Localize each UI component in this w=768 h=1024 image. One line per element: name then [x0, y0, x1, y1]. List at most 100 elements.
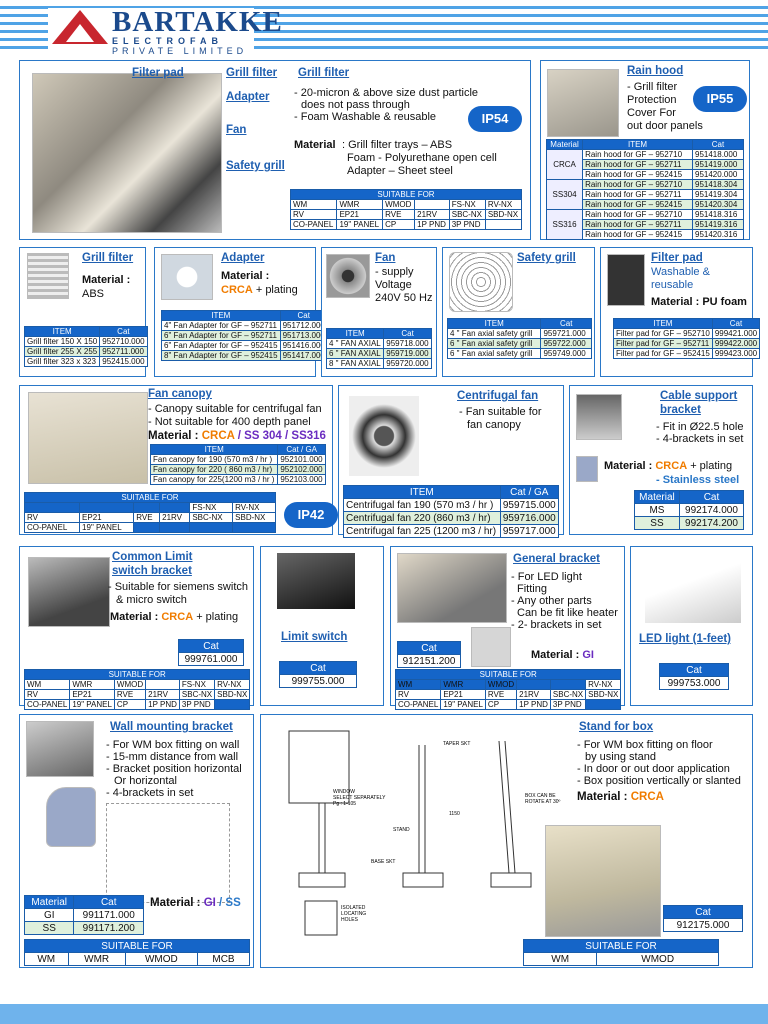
section-title: Safety grill — [517, 252, 576, 264]
centrifugal-fan-image — [349, 396, 419, 476]
cell: 21RV — [516, 689, 551, 700]
stand-for-box-panel: TAPER SKT WINDOW SELECT SEPARATELY Pg : … — [260, 714, 753, 968]
cell: Centrifugal fan 220 (860 m3 / hr) — [343, 511, 501, 525]
cell: 8" Fan Adapter for GF – 952415 — [161, 350, 281, 361]
cell: Centrifugal fan 225 (1200 m3 / hr) — [343, 524, 501, 538]
cell — [484, 219, 523, 230]
section-title: Common Limit — [112, 551, 193, 563]
bracket-image — [46, 787, 96, 847]
cell: 959719.000 — [383, 348, 432, 359]
header-stripe — [0, 14, 768, 17]
section-title: Rain hood — [627, 65, 684, 77]
safety-grill-image — [449, 252, 513, 312]
cell: EP21 — [336, 209, 384, 220]
cell: 951420.316 — [692, 229, 744, 240]
bullet: - supply — [375, 266, 414, 278]
bullet: by using stand — [585, 751, 656, 763]
bullet: - Canopy suitable for centrifugal fan — [148, 403, 322, 415]
cell: 999423.000 — [711, 348, 761, 359]
cell: 959721.000 — [540, 328, 592, 339]
col-header: Cat — [663, 905, 743, 919]
grill-filter-image — [27, 253, 69, 299]
fan-canopy-image — [28, 392, 148, 484]
cell: CO-PANEL — [289, 219, 338, 230]
bullet: - Suitable for siemens switch — [108, 581, 248, 593]
cat-value: 999753.000 — [659, 676, 729, 690]
section-title: Fan canopy — [148, 388, 212, 400]
table-header: SUITABLE FOR — [23, 669, 251, 680]
col-header: Cat / GA — [277, 444, 326, 455]
cell: Filter pad for GF – 952711 — [613, 338, 713, 349]
cell: Grill filter 150 X 150 — [23, 336, 101, 347]
cell: EP21 — [69, 689, 115, 700]
drawing-label: WINDOW — [333, 789, 355, 795]
material-label: Material : — [221, 270, 270, 282]
material-value: CRCA — [221, 284, 253, 296]
cell: Rain hood for GF – 952710 — [582, 209, 693, 220]
cell: RVE — [133, 512, 161, 523]
cell: 19" PANEL — [79, 522, 135, 533]
col-header: Cat — [279, 661, 357, 675]
cell: 999422.000 — [711, 338, 761, 349]
col-header: Cat — [678, 490, 745, 504]
material-value: + plating — [193, 611, 239, 623]
bracket-part-image — [471, 627, 511, 667]
cell: RV — [23, 512, 81, 523]
bullet: Washable & — [651, 266, 710, 278]
col-header: Cat — [397, 641, 461, 655]
bullet: - 20-micron & above size dust particle — [294, 87, 479, 99]
filter-pad-image — [607, 254, 645, 306]
material-label: Material : — [531, 649, 580, 661]
cell — [133, 522, 161, 533]
header-stripe — [0, 46, 768, 49]
cell: 3P PND — [448, 219, 486, 230]
col-header: ITEM — [23, 326, 101, 337]
table-header: SUITABLE FOR — [523, 939, 719, 953]
cell: GI — [23, 908, 75, 922]
wall-bracket-image — [26, 721, 94, 777]
material-value: CRCA — [161, 611, 194, 623]
cell: RVE — [484, 689, 518, 700]
bullet: - In door or out door application — [577, 763, 730, 775]
cell: CP — [382, 219, 416, 230]
col-header: ITEM — [343, 485, 501, 499]
drawing-label: LOCATING — [341, 911, 366, 917]
cat-value: 999761.000 — [178, 652, 244, 666]
cell — [189, 522, 234, 533]
bullet: - For WM box fitting on floor — [577, 739, 713, 751]
fan-canopy-panel: Fan canopy - Canopy suitable for centrif… — [19, 385, 338, 535]
cell: WMR — [67, 952, 126, 966]
cell: 992174.200 — [678, 516, 745, 530]
rain-hood-panel: Rain hood - Grill filter Protection Cove… — [540, 60, 750, 240]
cell — [159, 522, 191, 533]
cell: WM — [289, 199, 338, 210]
drawing-label: BASE SKT — [371, 859, 395, 865]
col-header: ITEM — [161, 310, 281, 321]
cell: FS-NX — [448, 199, 486, 210]
cell: Fan canopy for 190 (570 m3 / hr ) — [149, 454, 279, 465]
drawing-label: ROTATE AT 30º — [525, 799, 561, 805]
cell: WMOD — [596, 952, 719, 966]
cat-value: 912151.200 — [397, 654, 461, 668]
cell: Centrifugal fan 190 (570 m3 / hr ) — [343, 498, 501, 512]
ip42-badge: IP42 — [284, 502, 338, 528]
col-header: ITEM — [582, 139, 693, 150]
cell: Rain hood for GF – 952711 — [582, 219, 693, 230]
cell: 959722.000 — [540, 338, 592, 349]
header-stripe — [0, 30, 768, 33]
material-label: Material : — [148, 430, 199, 442]
cell: Rain hood for GF – 952710 — [582, 179, 693, 190]
cell: 991171.000 — [73, 908, 144, 922]
limit-switch-bracket-panel: Common Limit switch bracket - Suitable f… — [19, 546, 254, 710]
col-header: ITEM — [325, 328, 385, 339]
section-title: LED light (1-feet) — [639, 633, 731, 645]
section-title: Grill filter — [298, 67, 350, 79]
cell: 959715.000 — [499, 498, 560, 512]
cell — [23, 502, 81, 513]
adapter-image — [161, 254, 213, 300]
